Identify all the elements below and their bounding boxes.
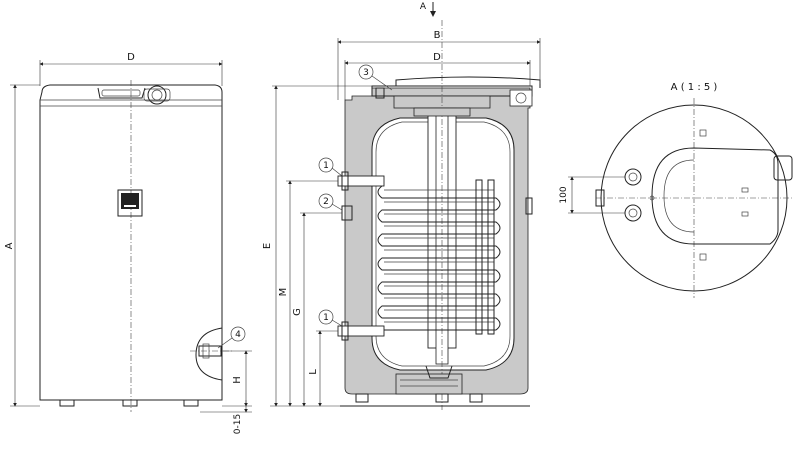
dim-label-B: B bbox=[434, 30, 441, 41]
bottom-flange bbox=[395, 373, 463, 395]
dim-label-A: A bbox=[4, 242, 15, 249]
callout-2-text: 2 bbox=[323, 197, 329, 207]
section-arrow-label: A bbox=[420, 2, 427, 12]
detail-pipe-upper bbox=[624, 168, 642, 186]
coil-inlet-upper bbox=[337, 175, 385, 187]
dim-label-D-section: D bbox=[433, 52, 441, 63]
dim-label-H: H bbox=[232, 376, 243, 384]
dim-label-L: L bbox=[308, 369, 319, 375]
control-panel bbox=[117, 189, 143, 217]
front-view: D A H 0-15 4 bbox=[4, 52, 252, 434]
callout-2 bbox=[318, 193, 334, 209]
callout-4 bbox=[230, 326, 246, 342]
dim-label-G: G bbox=[292, 308, 303, 316]
foot bbox=[183, 399, 199, 407]
front-knob bbox=[147, 85, 167, 105]
callout-3-text: 3 bbox=[363, 68, 369, 78]
dim-label-0-15: 0-15 bbox=[233, 414, 243, 434]
section-view: A bbox=[262, 2, 541, 410]
callout-3 bbox=[358, 64, 374, 80]
dim-label-E: E bbox=[262, 243, 273, 249]
coil-inlet-lower bbox=[337, 325, 385, 337]
front-handle bbox=[97, 87, 146, 99]
dim-label-100: 100 bbox=[559, 186, 569, 203]
thermostat-box bbox=[509, 89, 533, 107]
foot bbox=[59, 399, 75, 407]
dim-label-M: M bbox=[278, 288, 289, 297]
dim-label-D-front: D bbox=[127, 52, 135, 63]
detail-side-port bbox=[595, 189, 605, 207]
callout-1-upper-text: 1 bbox=[323, 161, 329, 171]
detail-view: A ( 1 : 5 ) 100 bbox=[559, 82, 793, 298]
front-body-outline bbox=[39, 84, 223, 401]
foot bbox=[122, 399, 138, 407]
callout-1-lower bbox=[318, 309, 334, 325]
detail-knob bbox=[773, 155, 793, 181]
callout-1-lower-text: 1 bbox=[323, 313, 329, 323]
callout-1-upper bbox=[318, 157, 334, 173]
detail-cover bbox=[651, 147, 779, 245]
callout-4-text: 4 bbox=[235, 330, 241, 340]
detail-pipe-lower bbox=[624, 204, 642, 222]
heat-exchanger-coil bbox=[377, 179, 501, 335]
detail-view-title: A ( 1 : 5 ) bbox=[671, 82, 718, 93]
side-bulge bbox=[195, 327, 223, 381]
